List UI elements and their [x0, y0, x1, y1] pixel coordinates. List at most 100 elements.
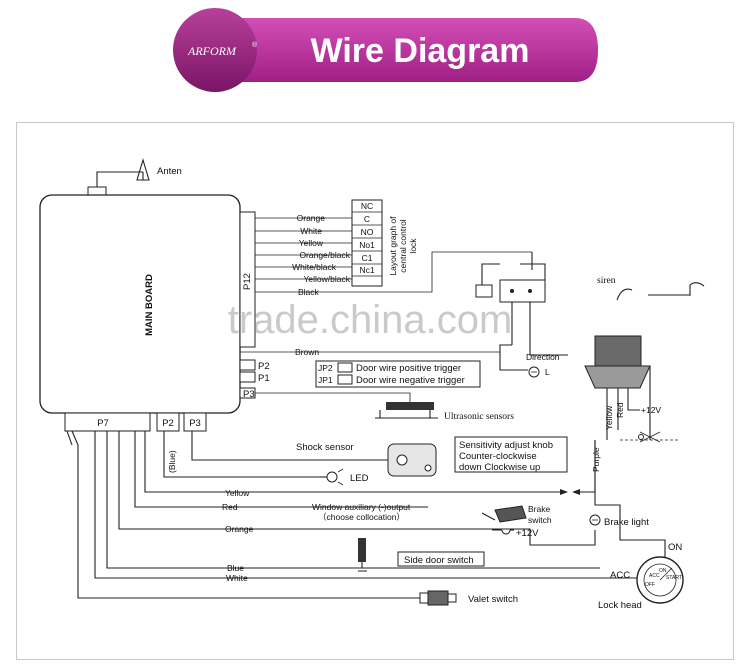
central-lock-motor: [475, 252, 568, 371]
door-negative-label: Door wire negative trigger: [356, 375, 465, 386]
p3-bottom-connector: [183, 412, 207, 432]
window-aux-label: Window auxiliary (-)output: [312, 502, 411, 512]
acc-label: ACC: [610, 570, 630, 581]
valet-switch-label: Valet switch: [468, 594, 518, 605]
lock-head-icon: [636, 556, 684, 604]
lock-graph-label-3: lock: [408, 238, 418, 254]
jp1-jumper: [337, 374, 353, 385]
p7-wires: [66, 430, 640, 599]
ultrasonic-sensor-icon: [375, 402, 438, 419]
logo-mark: ®: [252, 41, 258, 49]
blue-label: Blue: [227, 563, 244, 573]
siren-12v-label: +12V: [641, 405, 661, 415]
blue-paren-label: (Blue): [167, 450, 177, 473]
brake-switch-icon: [481, 505, 527, 535]
lock-head-label: Lock head: [598, 600, 642, 611]
siren-label: siren: [597, 276, 616, 286]
main-board-label: MAIN BOARD: [144, 274, 155, 336]
main-board: [39, 194, 241, 414]
orange-label: Orange: [225, 524, 254, 534]
red-label: Red: [222, 502, 238, 512]
term-nc: NC: [361, 201, 373, 211]
p2-label: P2: [258, 361, 270, 372]
term-c: C: [364, 214, 370, 224]
yellow-arrow-icon: [560, 489, 568, 495]
ign-off: OFF: [645, 582, 655, 588]
brown-label: Brown: [295, 347, 319, 357]
wire-yellow: Yellow: [299, 238, 324, 248]
led-label: LED: [350, 473, 369, 484]
on-label: ON: [668, 542, 682, 553]
ign-acc: ACC: [649, 573, 660, 579]
direction-l-label: L: [545, 367, 550, 377]
p2-bottom-connector: [156, 412, 180, 432]
diagram-frame: [16, 122, 734, 660]
ign-start: START: [666, 575, 682, 581]
relay-wires: [255, 217, 352, 280]
wire-orange: Orange: [297, 213, 326, 223]
sensitivity-line-2: Counter-clockwise: [459, 451, 537, 462]
wire-white-black: White/black: [292, 262, 337, 272]
jp1-label: JP1: [318, 375, 333, 385]
led-icon: [320, 468, 344, 486]
relay-terminal-table: [351, 199, 383, 287]
door-positive-label: Door wire positive trigger: [356, 363, 461, 374]
p1-connector: [239, 371, 256, 383]
p1-label: P1: [258, 373, 270, 384]
shock-sensor-label: Shock sensor: [296, 442, 354, 453]
p12-label: P12: [242, 273, 253, 290]
header-banner: ARFORM ® Wire Diagram: [173, 8, 598, 92]
p12-connector: [239, 211, 256, 348]
side-door-switch-icon: [355, 538, 370, 572]
logo-text: ARFORM: [187, 44, 237, 58]
scissors-icon: [638, 431, 661, 443]
siren-yellow-label: Yellow: [604, 405, 614, 430]
antenna-label: Anten: [157, 166, 182, 177]
watermark: trade.china.com: [228, 298, 513, 342]
antenna-icon: [87, 158, 150, 196]
shock-sensor-icon: [387, 443, 437, 477]
title-ribbon: [215, 18, 598, 82]
sensitivity-box: [454, 436, 568, 473]
sensitivity-line-1: Sensitivity adjust knob: [459, 440, 553, 451]
siren-icon: [616, 282, 705, 301]
p2-bottom-label: P2: [162, 418, 174, 429]
brake-12v-label: +12V: [516, 528, 539, 539]
direction-light-icon: [528, 366, 540, 378]
p7-label: P7: [97, 418, 109, 429]
brake-switch-label-2: switch: [528, 515, 552, 525]
jp2-jumper: [337, 362, 353, 373]
white-label: White: [226, 573, 248, 583]
valet-switch-icon: [419, 590, 457, 606]
wire-white: White: [300, 226, 322, 236]
side-door-box: [397, 551, 485, 567]
direction-label: Direction: [526, 352, 560, 362]
term-nc1: Nc1: [359, 265, 374, 275]
brake-switch-label-1: Brake: [528, 504, 550, 514]
page-title: Wire Diagram: [311, 32, 530, 70]
ign-on: ON: [659, 568, 667, 574]
lock-graph-label-1: Layout graph of: [388, 216, 398, 276]
purple-label: Purple: [591, 447, 601, 472]
term-c1: C1: [362, 253, 373, 263]
siren-red-label: Red: [615, 402, 625, 418]
brake-light-icon: [589, 514, 601, 526]
yellow-arrow-icon-2: [572, 489, 580, 495]
ultrasonic-label: Ultrasonic sensors: [444, 412, 514, 422]
choose-collocation-label: （choose collocation）: [318, 512, 405, 522]
black-label: Black: [298, 287, 320, 297]
term-no1: No1: [359, 240, 375, 250]
side-door-label: Side door switch: [404, 555, 474, 566]
wire-orange-black: Orange/black: [299, 250, 350, 260]
lock-graph-label-2: central control: [398, 219, 408, 272]
term-no: NO: [361, 227, 374, 237]
horn-relay-icon: [584, 335, 651, 440]
yellow-label: Yellow: [225, 488, 250, 498]
jp2-label: JP2: [318, 363, 333, 373]
logo-badge: [173, 8, 257, 92]
p2-connector: [239, 359, 256, 371]
brake-light-label: Brake light: [604, 517, 649, 528]
p3-bottom-label: P3: [189, 418, 201, 429]
sensitivity-line-3: down Clockwise up: [459, 462, 540, 473]
